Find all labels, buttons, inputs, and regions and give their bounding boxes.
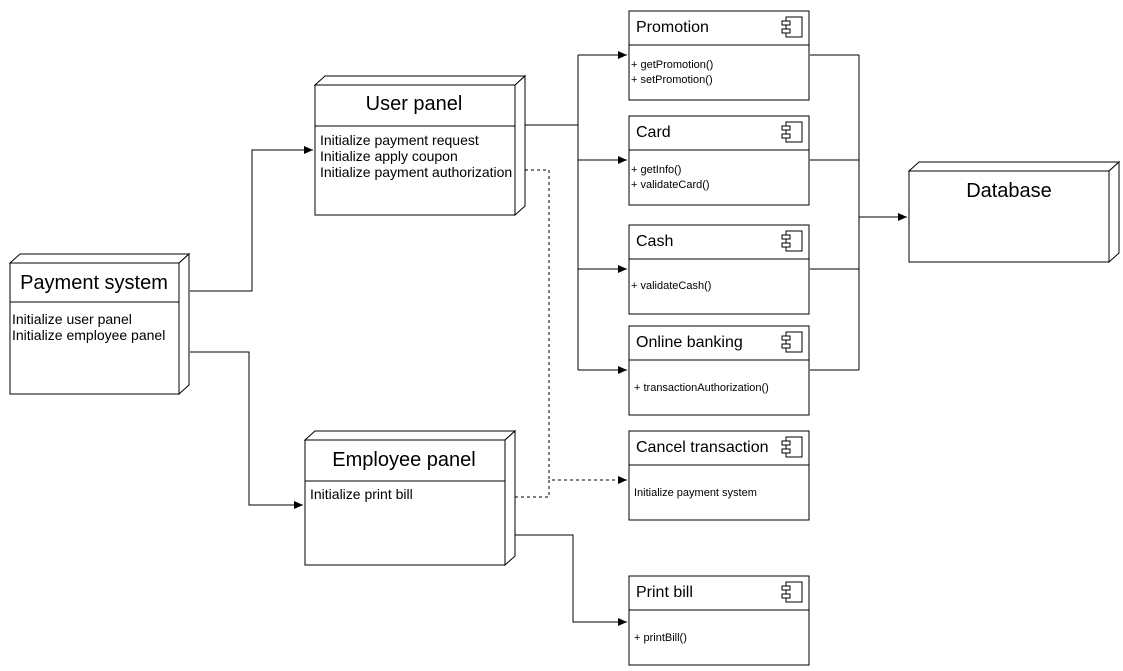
component-promotion-title: Promotion xyxy=(636,19,709,36)
node-user-panel-title: User panel xyxy=(366,93,463,115)
node-payment-system-line: Initialize employee panel xyxy=(12,327,165,343)
component-online-banking-line: + transactionAuthorization() xyxy=(634,382,769,394)
node-database[interactable]: Database xyxy=(907,160,1121,264)
node-employee-panel[interactable]: Employee panel Initialize print bill xyxy=(303,429,517,567)
component-card[interactable]: Card + getInfo() + validateCard() xyxy=(628,115,810,206)
connectors xyxy=(190,51,907,626)
node-user-panel-line: Initialize payment authorization xyxy=(320,164,512,180)
edge-payment-to-user xyxy=(190,146,313,292)
component-cancel-transaction-line: Initialize payment system xyxy=(634,487,757,499)
component-promotion-line: + getPromotion() xyxy=(631,59,713,71)
component-online-banking[interactable]: Online banking + transactionAuthorizatio… xyxy=(628,325,810,416)
component-icon xyxy=(781,581,803,603)
component-promotion[interactable]: Promotion + getPromotion() + setPromotio… xyxy=(628,10,810,101)
edge-user-dashed xyxy=(513,169,550,480)
node-user-panel-line: Initialize payment request xyxy=(320,132,479,148)
node-payment-system-line: Initialize user panel xyxy=(12,311,132,327)
edge-payment-to-employee xyxy=(190,351,303,509)
component-cash[interactable]: Cash + validateCash() xyxy=(628,224,810,315)
component-icon xyxy=(781,230,803,252)
node-employee-panel-title: Employee panel xyxy=(332,449,475,471)
node-payment-system-title: Payment system xyxy=(20,272,168,294)
component-icon xyxy=(781,121,803,143)
component-icon xyxy=(781,436,803,458)
node-database-title: Database xyxy=(966,180,1052,202)
node-user-panel-line: Initialize apply coupon xyxy=(320,148,458,164)
component-card-title: Card xyxy=(636,124,671,141)
node-user-panel[interactable]: User panel Initialize payment request In… xyxy=(313,74,527,217)
component-promotion-line: + setPromotion() xyxy=(631,74,713,86)
edge-employee-to-print-bill xyxy=(515,534,627,626)
node-employee-panel-line: Initialize print bill xyxy=(310,486,413,502)
component-cancel-transaction[interactable]: Cancel transaction Initialize payment sy… xyxy=(628,430,810,521)
component-cancel-transaction-title: Cancel transaction xyxy=(636,439,769,456)
component-icon xyxy=(781,331,803,353)
component-online-banking-title: Online banking xyxy=(636,334,743,351)
component-cash-title: Cash xyxy=(636,233,673,250)
component-print-bill-line: + printBill() xyxy=(634,632,687,644)
component-print-bill-title: Print bill xyxy=(636,584,693,601)
component-cash-line: + validateCash() xyxy=(631,280,711,292)
node-payment-system[interactable]: Payment system Initialize user panel Ini… xyxy=(8,252,191,396)
edge-employee-to-cancel xyxy=(515,476,627,498)
component-card-line: + getInfo() xyxy=(631,164,681,176)
component-icon xyxy=(781,16,803,38)
component-card-line: + validateCard() xyxy=(631,179,710,191)
component-print-bill[interactable]: Print bill + printBill() xyxy=(628,575,810,666)
